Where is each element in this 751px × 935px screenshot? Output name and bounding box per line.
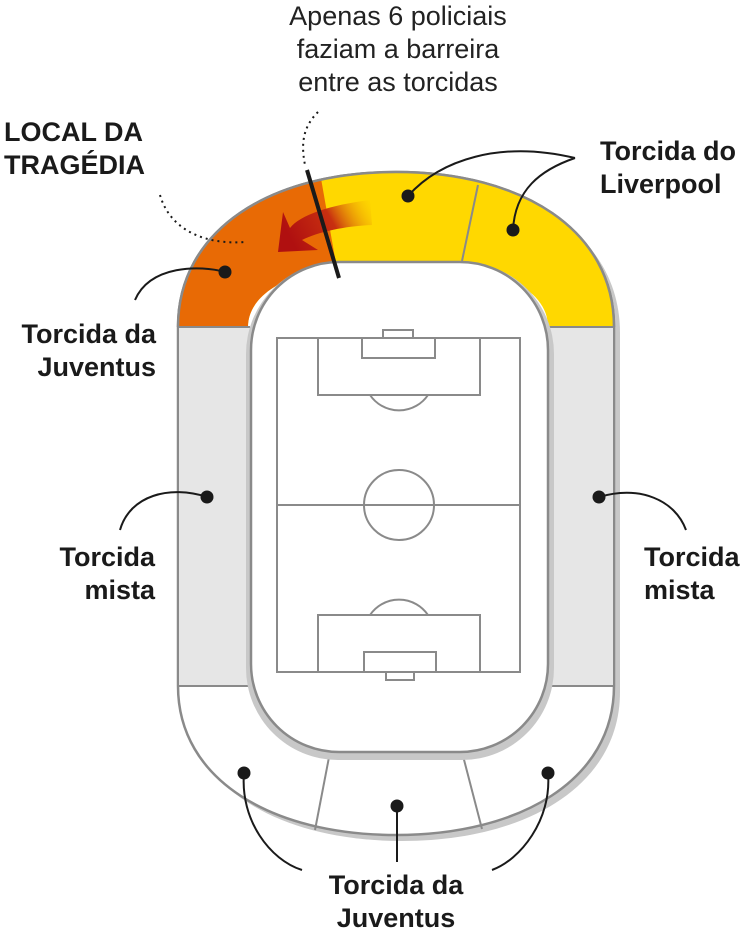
label-line: TRAGÉDIA: [4, 150, 145, 180]
label-line: mista: [644, 575, 715, 605]
label-line: Juventus: [336, 903, 456, 933]
label-juventus-top: Torcida da Juventus: [6, 318, 156, 384]
label-liverpool: Torcida do Liverpool: [600, 135, 736, 201]
label-line: Juventus: [37, 352, 156, 382]
football-pitch: [276, 329, 521, 681]
pitch-area: [249, 260, 550, 754]
label-mixed-right: Torcida mista: [644, 541, 740, 607]
sector-mixed-left: [179, 327, 251, 686]
label-line: Torcida: [644, 542, 740, 572]
tragedy-label: LOCAL DA TRAGÉDIA: [4, 116, 145, 182]
annotation-line: faziam a barreira: [296, 34, 500, 64]
label-line: Torcida da: [328, 870, 464, 900]
annotation-line: Apenas 6 policiais: [289, 1, 507, 31]
label-mixed-left: Torcida mista: [30, 541, 155, 607]
police-annotation: Apenas 6 policiais faziam a barreira ent…: [258, 0, 538, 99]
label-juventus-bottom: Torcida da Juventus: [296, 869, 496, 935]
label-line: Liverpool: [600, 169, 722, 199]
police-barrier-line: [305, 169, 341, 279]
label-line: Torcida: [59, 542, 155, 572]
annotation-line: entre as torcidas: [298, 67, 498, 97]
label-line: mista: [84, 575, 155, 605]
sector-mixed-right: [545, 327, 613, 686]
label-line: LOCAL DA: [4, 117, 143, 147]
label-line: Torcida do: [600, 136, 737, 166]
sector-markers: [200, 189, 606, 813]
label-line: Torcida da: [21, 319, 156, 349]
